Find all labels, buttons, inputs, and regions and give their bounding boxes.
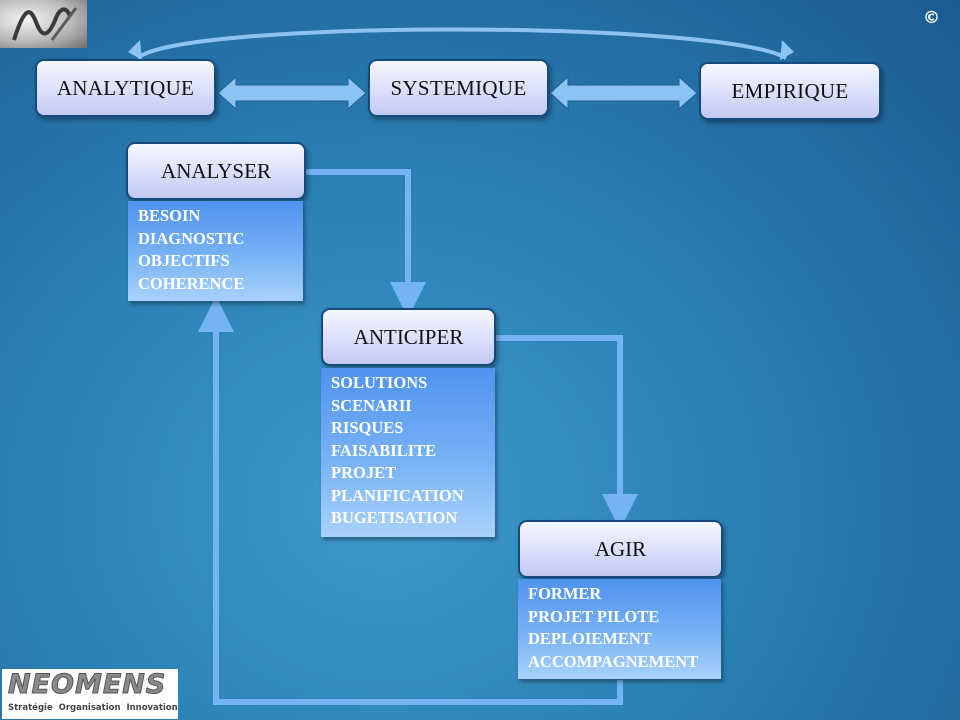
analyser-header: ANALYSER: [126, 142, 306, 200]
list-item: RISQUES: [331, 418, 404, 437]
list-item: PROJET PILOTE: [528, 606, 660, 626]
empirique-box: EMPIRIQUE: [699, 62, 881, 120]
analytique-label: ANALYTIQUE: [56, 75, 195, 100]
list-item: FAISABILITE: [331, 440, 437, 460]
list-item: SCENARII: [331, 395, 412, 415]
list-item: OBJECTIFS: [138, 251, 230, 270]
list-item: FORMER: [528, 584, 602, 603]
list-item: COHERENCE: [138, 273, 245, 293]
list-item: DEPLOIEMENT: [528, 629, 652, 648]
analytique-box: ANALYTIQUE: [35, 59, 216, 117]
list-item: BUGETISATION: [331, 508, 458, 527]
agir-list: FORMER PROJET PILOTE DEPLOIEMENT ACCOMPA…: [518, 579, 721, 679]
systemique-box: SYSTEMIQUE: [368, 59, 549, 117]
double-arrow-analytique-systemique: [217, 75, 367, 111]
neomens-logo-wordmark: NEOMENS: [7, 669, 167, 701]
top-arc-right-head: [780, 40, 794, 60]
neomens-logo-tagline: Stratégie Organisation Innovation: [8, 703, 178, 713]
empirique-label: EMPIRIQUE: [731, 78, 849, 103]
arrow-anticiper-to-agir: [496, 335, 638, 530]
tagline-word: Innovation: [126, 703, 178, 713]
anticiper-list: SOLUTIONS SCENARII RISQUES FAISABILITE P…: [321, 368, 495, 537]
analyser-title: ANALYSER: [161, 158, 271, 183]
anticiper-title: ANTICIPER: [353, 324, 464, 349]
wave-logo-icon: [12, 7, 78, 41]
top-arc-arrow: [136, 27, 787, 60]
corner-logo-image: [0, 0, 87, 48]
analyser-list: BESOIN DIAGNOSTIC OBJECTIFS COHERENCE: [128, 201, 303, 301]
agir-header: AGIR: [518, 520, 723, 578]
systemique-label: SYSTEMIQUE: [390, 75, 527, 100]
tagline-word: Stratégie: [8, 703, 53, 713]
neomens-logo: NEOMENS Stratégie Organisation Innovatio…: [2, 669, 178, 719]
list-item: BESOIN: [138, 206, 201, 225]
double-arrow-systemique-empirique: [549, 75, 698, 111]
arrow-agir-loop-back: [198, 296, 623, 705]
top-arc-left-head: [128, 40, 142, 60]
arrow-analyser-to-anticiper: [306, 169, 426, 318]
list-item: PROJET: [331, 463, 397, 482]
copyright-symbol: ©: [923, 8, 940, 28]
agir-title: AGIR: [594, 536, 647, 561]
list-item: SOLUTIONS: [331, 373, 428, 392]
list-item: PLANIFICATION: [331, 485, 464, 505]
list-item: DIAGNOSTIC: [138, 228, 245, 248]
list-item: ACCOMPAGNEMENT: [528, 651, 699, 671]
anticiper-header: ANTICIPER: [321, 308, 496, 366]
tagline-word: Organisation: [58, 703, 121, 713]
